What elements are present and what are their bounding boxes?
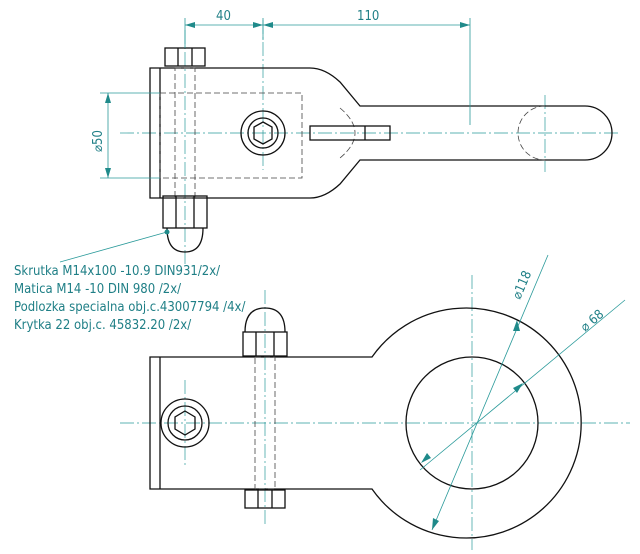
bottom-view [120, 275, 630, 550]
note-line-4: Krytka 22 obj.c. 45832.20 /2x/ [14, 318, 191, 333]
dim-dia50: ⌀50 [91, 130, 106, 152]
dim-dia68: ⌀ 68 [578, 307, 607, 335]
top-view [120, 20, 620, 265]
bottom-dimensions: ⌀118 ⌀ 68 [419, 254, 626, 531]
dim-dia118: ⌀118 [510, 269, 535, 302]
parts-note: Skrutka M14x100 -10.9 DIN931/2x/ Matica … [14, 229, 245, 333]
note-line-2: Matica M14 -10 DIN 980 /2x/ [14, 282, 181, 297]
dim-110: 110 [357, 9, 379, 24]
top-dimensions: 40 110 ⌀50 [91, 9, 471, 179]
note-line-1: Skrutka M14x100 -10.9 DIN931/2x/ [14, 264, 220, 279]
note-line-3: Podlozka specialna obj.c.43007794 /4x/ [14, 300, 245, 315]
dim-40: 40 [216, 9, 231, 24]
